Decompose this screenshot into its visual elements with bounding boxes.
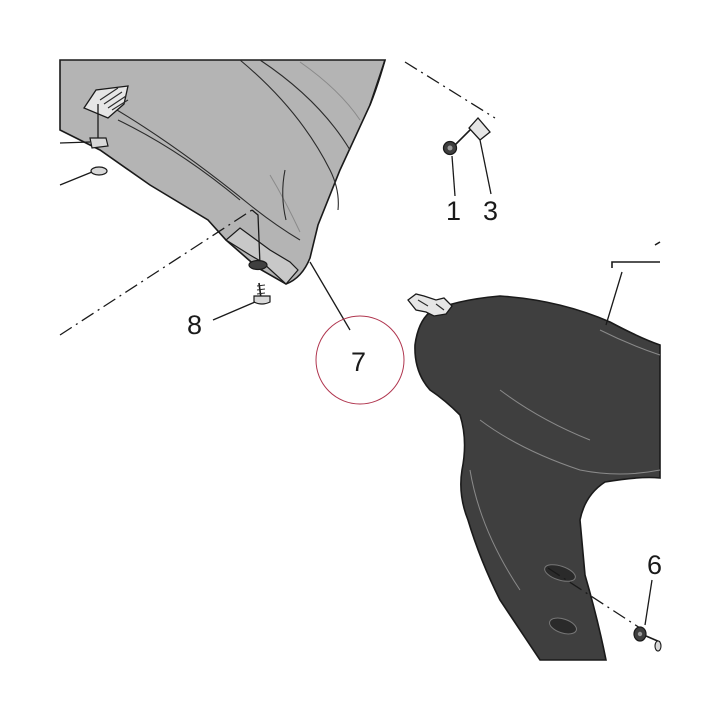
- callout-8: 8: [187, 310, 202, 340]
- upper-fairing-panel: [59, 59, 387, 285]
- bracket-outline: [611, 261, 660, 268]
- callout-1: 1: [446, 196, 461, 226]
- callout-6: 6: [647, 550, 662, 580]
- leader-bracket: [605, 271, 623, 326]
- panel-clip: [407, 293, 453, 317]
- fastener-8-group: [59, 209, 271, 336]
- leader-7: [309, 261, 351, 331]
- mounting-bracket: [83, 85, 129, 119]
- callout-3: 3: [483, 196, 498, 226]
- left-fastener-group: [59, 104, 109, 186]
- highlight-circle: [315, 315, 405, 405]
- fastener-1-3-group: [404, 61, 496, 197]
- fastener-6-group: [547, 567, 662, 652]
- lower-body-panel: [414, 295, 661, 661]
- callout-7: 7: [351, 347, 366, 377]
